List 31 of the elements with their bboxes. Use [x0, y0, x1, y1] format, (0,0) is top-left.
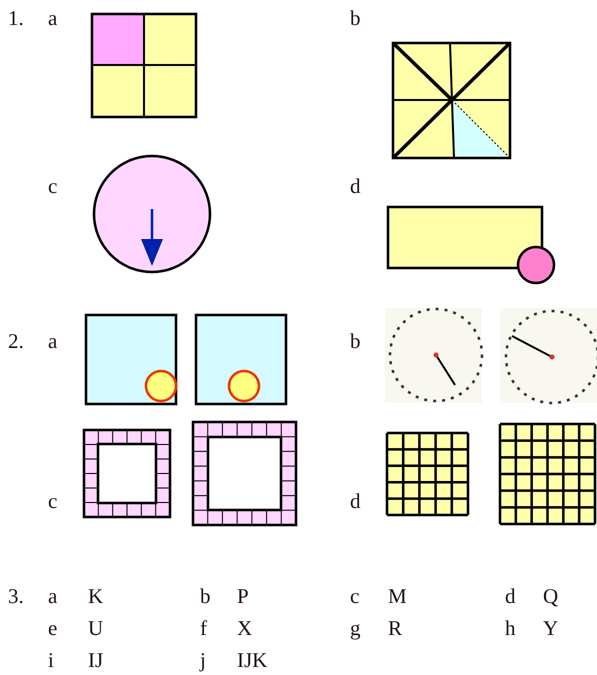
answer-text: P: [237, 584, 249, 608]
item-letter: c: [48, 174, 58, 198]
answer-text: R: [388, 616, 402, 640]
item-letter: j: [200, 648, 206, 672]
item-letter: a: [48, 329, 58, 353]
answer-text: U: [88, 616, 104, 640]
answer-text: M: [388, 584, 407, 608]
item-letter: b: [200, 584, 210, 608]
item-letter: f: [200, 616, 207, 640]
item-letter: d: [505, 584, 516, 608]
item-letter: g: [350, 616, 360, 640]
item-letter: i: [48, 648, 54, 672]
answer-text: Q: [543, 584, 558, 608]
answer-text: IJ: [88, 648, 104, 672]
item-letter: c: [350, 584, 360, 608]
answer-text: X: [237, 616, 252, 640]
item-letter: a: [48, 584, 58, 608]
item-letter: b: [350, 329, 360, 353]
item-letter: b: [350, 6, 360, 30]
question-number: 1.: [8, 6, 24, 30]
item-letter: h: [505, 616, 516, 640]
question-number: 3.: [8, 584, 24, 608]
item-letter: d: [350, 489, 360, 513]
question-number: 2.: [8, 329, 24, 353]
item-letter: d: [350, 174, 360, 198]
answer-text: Y: [543, 616, 558, 640]
item-letter: c: [48, 489, 58, 513]
answer-text: IJK: [237, 648, 268, 672]
item-letter: a: [48, 6, 58, 30]
answer-text: K: [88, 584, 104, 608]
item-letter: e: [48, 616, 58, 640]
